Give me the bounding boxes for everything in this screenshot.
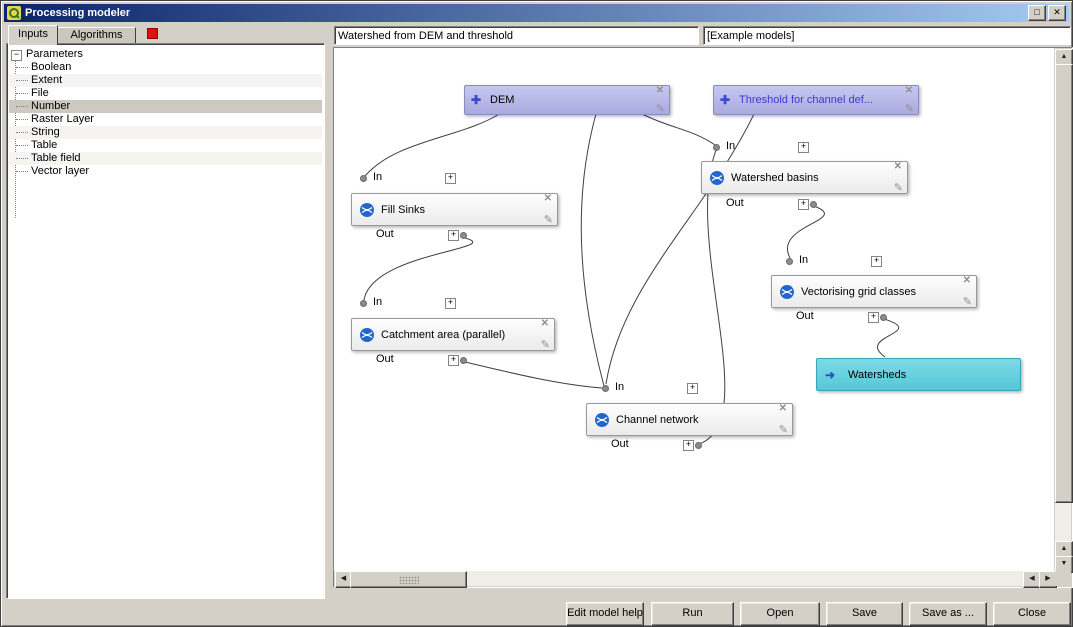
- connector-expander[interactable]: +: [687, 383, 698, 394]
- model-name-input[interactable]: [334, 26, 699, 45]
- maximize-button[interactable]: □: [1028, 5, 1046, 21]
- connector-label: In: [726, 140, 736, 152]
- connector-label: Out: [376, 353, 394, 365]
- h-scrollbar[interactable]: [335, 571, 1055, 586]
- connector-expander[interactable]: +: [868, 312, 879, 323]
- connector-expander[interactable]: +: [445, 173, 456, 184]
- h-scroll-thumb[interactable]: [350, 571, 467, 588]
- save-button[interactable]: Save: [826, 602, 903, 626]
- window-title: Processing modeler: [25, 7, 131, 19]
- tree-item-table-field[interactable]: Table field: [9, 152, 322, 165]
- tree-item-vector-layer[interactable]: Vector layer: [9, 165, 322, 178]
- connector-expander[interactable]: +: [798, 199, 809, 210]
- connector-dot[interactable]: [713, 144, 720, 151]
- connector-expander[interactable]: +: [448, 355, 459, 366]
- edit-node-icon[interactable]: ✎: [893, 182, 903, 194]
- connector-dot[interactable]: [810, 201, 817, 208]
- close-dialog-button[interactable]: Close: [993, 602, 1071, 626]
- saga-algorithm-icon: [595, 412, 609, 427]
- delete-node-icon[interactable]: ✕: [540, 318, 549, 329]
- tree-item-string[interactable]: String: [9, 126, 322, 139]
- node-catchment-area[interactable]: Catchment area (parallel) ✕ ✎: [351, 318, 555, 351]
- run-button[interactable]: Run: [651, 602, 734, 626]
- connector-dot[interactable]: [460, 232, 467, 239]
- open-button[interactable]: Open: [740, 602, 820, 626]
- collapse-icon[interactable]: −: [11, 50, 22, 61]
- save-as-button[interactable]: Save as ...: [909, 602, 987, 626]
- connector-label: In: [799, 254, 809, 266]
- tree-item-boolean[interactable]: Boolean: [9, 61, 322, 74]
- connector-dot[interactable]: [460, 357, 467, 364]
- node-channel-network[interactable]: Channel network ✕ ✎: [586, 403, 793, 436]
- tab-red-indicator[interactable]: [147, 28, 158, 39]
- tree-item-number[interactable]: Number: [9, 100, 322, 113]
- delete-node-icon[interactable]: ✕: [655, 85, 664, 96]
- tab-inputs[interactable]: Inputs: [8, 25, 58, 45]
- window-titlebar[interactable]: Processing modeler □ ✕: [4, 4, 1069, 22]
- connector-dot[interactable]: [786, 258, 793, 265]
- connector-expander[interactable]: +: [683, 440, 694, 451]
- connections-layer: [363, 112, 900, 446]
- connector-label: In: [373, 171, 383, 183]
- edit-node-icon[interactable]: ✎: [655, 103, 665, 115]
- node-watershed-basins[interactable]: Watershed basins ✕ ✎: [701, 161, 908, 194]
- tree-item-extent[interactable]: Extent: [9, 74, 322, 87]
- edit-model-help-button[interactable]: Edit model help: [566, 602, 644, 626]
- connector-label: Out: [611, 438, 629, 450]
- edit-node-icon[interactable]: ✎: [904, 103, 914, 115]
- thumb-grip: [398, 575, 419, 584]
- tab-algorithms[interactable]: Algorithms: [57, 27, 136, 45]
- output-arrow-icon: ➜: [825, 367, 836, 382]
- model-canvas[interactable]: [334, 48, 1054, 571]
- delete-node-icon[interactable]: ✕: [904, 85, 913, 96]
- delete-node-icon[interactable]: ✕: [893, 161, 902, 172]
- saga-algorithm-icon: [360, 202, 374, 217]
- connector-dot[interactable]: [360, 175, 367, 182]
- connector-expander[interactable]: +: [448, 230, 459, 241]
- connector-label: Out: [376, 228, 394, 240]
- inputs-tree-panel[interactable]: − Parameters Boolean Extent File Number …: [6, 43, 325, 599]
- delete-node-icon[interactable]: ✕: [543, 193, 552, 204]
- connector-expander[interactable]: +: [798, 142, 809, 153]
- connector-dot[interactable]: [695, 442, 702, 449]
- edit-node-icon[interactable]: ✎: [778, 424, 788, 436]
- delete-node-icon[interactable]: ✕: [962, 275, 971, 286]
- scrollbar-corner: [1055, 571, 1071, 586]
- connector-label: Out: [796, 310, 814, 322]
- qgis-app-icon: [7, 6, 21, 20]
- connector-label: In: [615, 381, 625, 393]
- tree-item-file[interactable]: File: [9, 87, 322, 100]
- close-window-button[interactable]: ✕: [1048, 5, 1066, 21]
- delete-node-icon[interactable]: ✕: [778, 403, 787, 414]
- node-threshold[interactable]: ✚ Threshold for channel def... ✕ ✎: [713, 85, 919, 115]
- connector-dot[interactable]: [360, 300, 367, 307]
- connector-label: Out: [726, 197, 744, 209]
- node-vectorising-grid-classes[interactable]: Vectorising grid classes ✕ ✎: [771, 275, 977, 308]
- connector-expander[interactable]: +: [445, 298, 456, 309]
- saga-algorithm-icon: [780, 284, 794, 299]
- edit-node-icon[interactable]: ✎: [540, 339, 550, 351]
- connector-label: In: [373, 296, 383, 308]
- add-input-icon: ✚: [471, 93, 482, 107]
- saga-algorithm-icon: [710, 170, 724, 185]
- connector-expander[interactable]: +: [871, 256, 882, 267]
- node-fill-sinks[interactable]: Fill Sinks ✕ ✎: [351, 193, 558, 226]
- model-group-input[interactable]: [703, 26, 1071, 45]
- tree-item-raster-layer[interactable]: Raster Layer: [9, 113, 322, 126]
- edit-node-icon[interactable]: ✎: [543, 214, 553, 226]
- connector-dot[interactable]: [880, 314, 887, 321]
- connector-dot[interactable]: [602, 385, 609, 392]
- saga-algorithm-icon: [360, 327, 374, 342]
- node-watersheds-output[interactable]: ➜ Watersheds: [816, 358, 1021, 391]
- tree-root-parameters[interactable]: − Parameters: [9, 48, 322, 61]
- v-scroll-thumb[interactable]: [1055, 64, 1073, 503]
- edit-node-icon[interactable]: ✎: [962, 296, 972, 308]
- tree-item-table[interactable]: Table: [9, 139, 322, 152]
- add-input-icon: ✚: [720, 93, 731, 107]
- node-dem[interactable]: ✚ DEM ✕ ✎: [464, 85, 670, 115]
